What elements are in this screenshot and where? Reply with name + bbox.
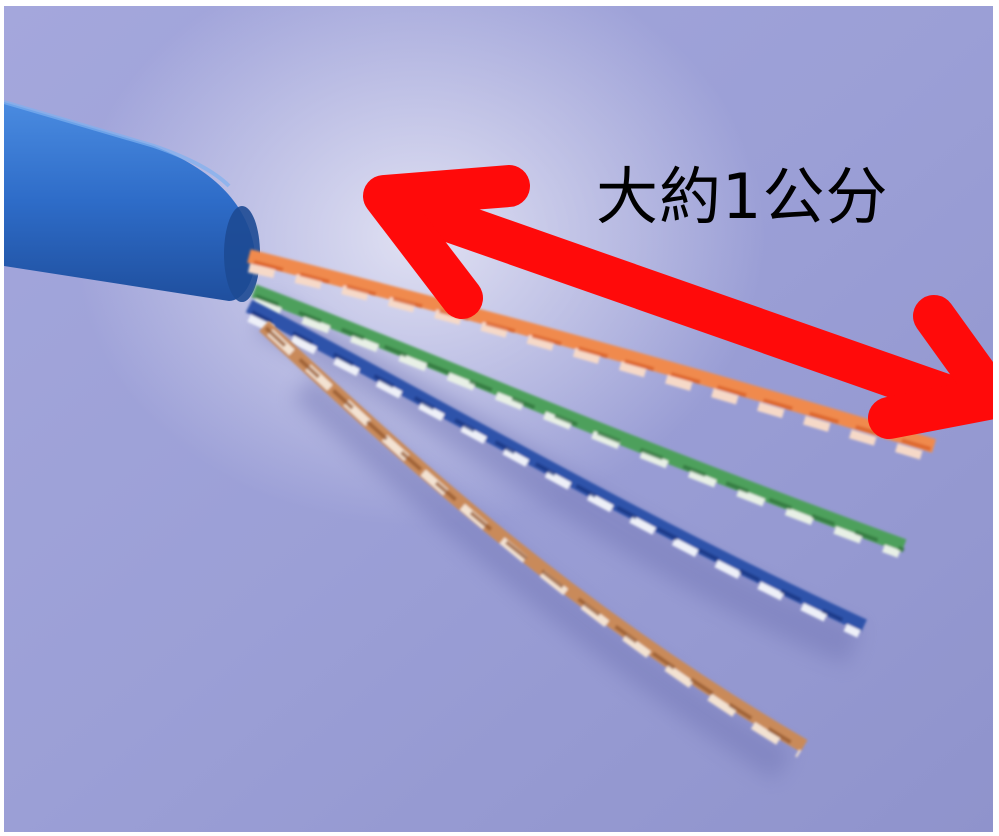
wire-pair-orange: [247, 249, 937, 461]
cable-jacket: [4, 100, 260, 302]
wire-pair-blue: [245, 299, 867, 638]
cable-photo: [4, 6, 993, 832]
measurement-arrow: [363, 165, 993, 439]
length-annotation: 大約1公分: [596, 160, 889, 233]
arrow-head-right: [868, 295, 993, 439]
wire-shadow-2: [292, 373, 794, 781]
wire-pair-green: [251, 284, 907, 558]
photo-frame: [4, 6, 993, 832]
arrow-shaft: [408, 193, 975, 419]
arrow-head-left: [363, 165, 530, 319]
wire-pair-brown: [259, 320, 808, 758]
